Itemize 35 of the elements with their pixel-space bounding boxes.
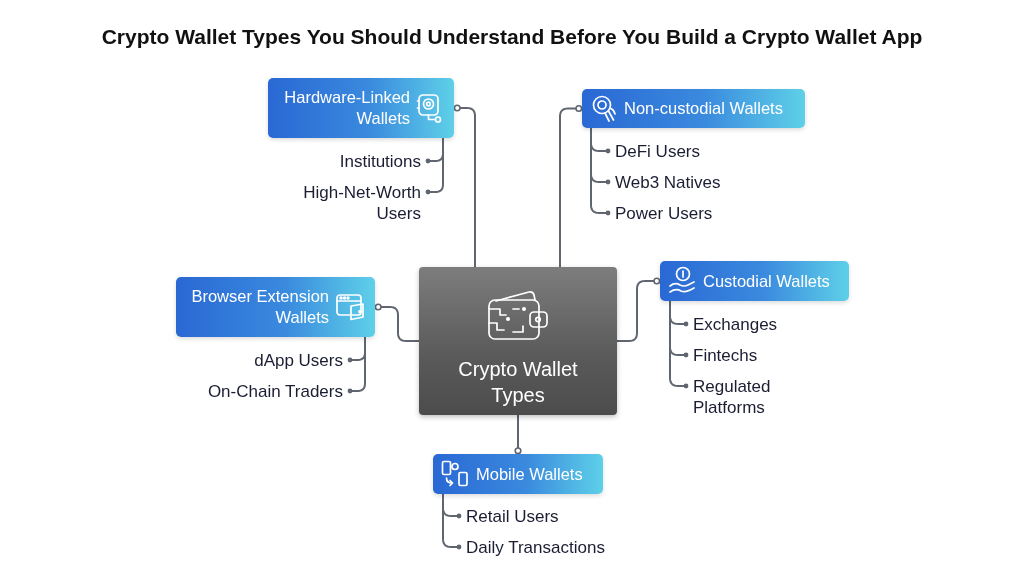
category-box [433, 454, 603, 494]
connector-line [442, 493, 462, 550]
audience-label: Web3 Natives [615, 171, 721, 193]
audience-label: Institutions [339, 150, 421, 172]
connector-line [669, 300, 689, 389]
category-title: Hardware-Linked Wallets [283, 87, 410, 129]
audience-label: Fintechs [693, 344, 758, 366]
audience-label: Power Users [615, 202, 713, 224]
audience-label: On-Chain Traders [207, 380, 343, 402]
category-title: Custodial Wallets [703, 270, 830, 292]
category-box [660, 261, 849, 301]
category-box [268, 78, 454, 138]
hub-title: Crypto Wallet Types [457, 357, 579, 408]
connector-line [347, 336, 366, 394]
connector-line [453, 104, 476, 268]
hub-box [419, 267, 617, 415]
audience-label: Regulated Platforms [693, 375, 785, 418]
connector-line [590, 127, 611, 216]
diagram-title: Crypto Wallet Types You Should Understand Before You Build a Crypto Wallet App [101, 24, 923, 50]
audience-label: Daily Transactions [466, 536, 605, 558]
audience-label: Exchanges [693, 313, 778, 335]
audience-label: High-Net-Worth Users [285, 181, 421, 224]
connector-line [425, 137, 444, 195]
category-title: Browser Extension Wallets [190, 286, 329, 328]
category-box [176, 277, 375, 337]
audience-label: Retail Users [466, 505, 559, 527]
connector-line [559, 104, 583, 268]
audience-label: dApp Users [254, 349, 343, 371]
category-title: Non-custodial Wallets [624, 98, 783, 119]
category-title: Mobile Wallets [476, 463, 583, 485]
connector-line [514, 414, 522, 455]
connector-line [616, 277, 661, 342]
connector-line [374, 303, 420, 342]
audience-label: DeFi Users [615, 140, 700, 162]
category-box [582, 89, 805, 128]
